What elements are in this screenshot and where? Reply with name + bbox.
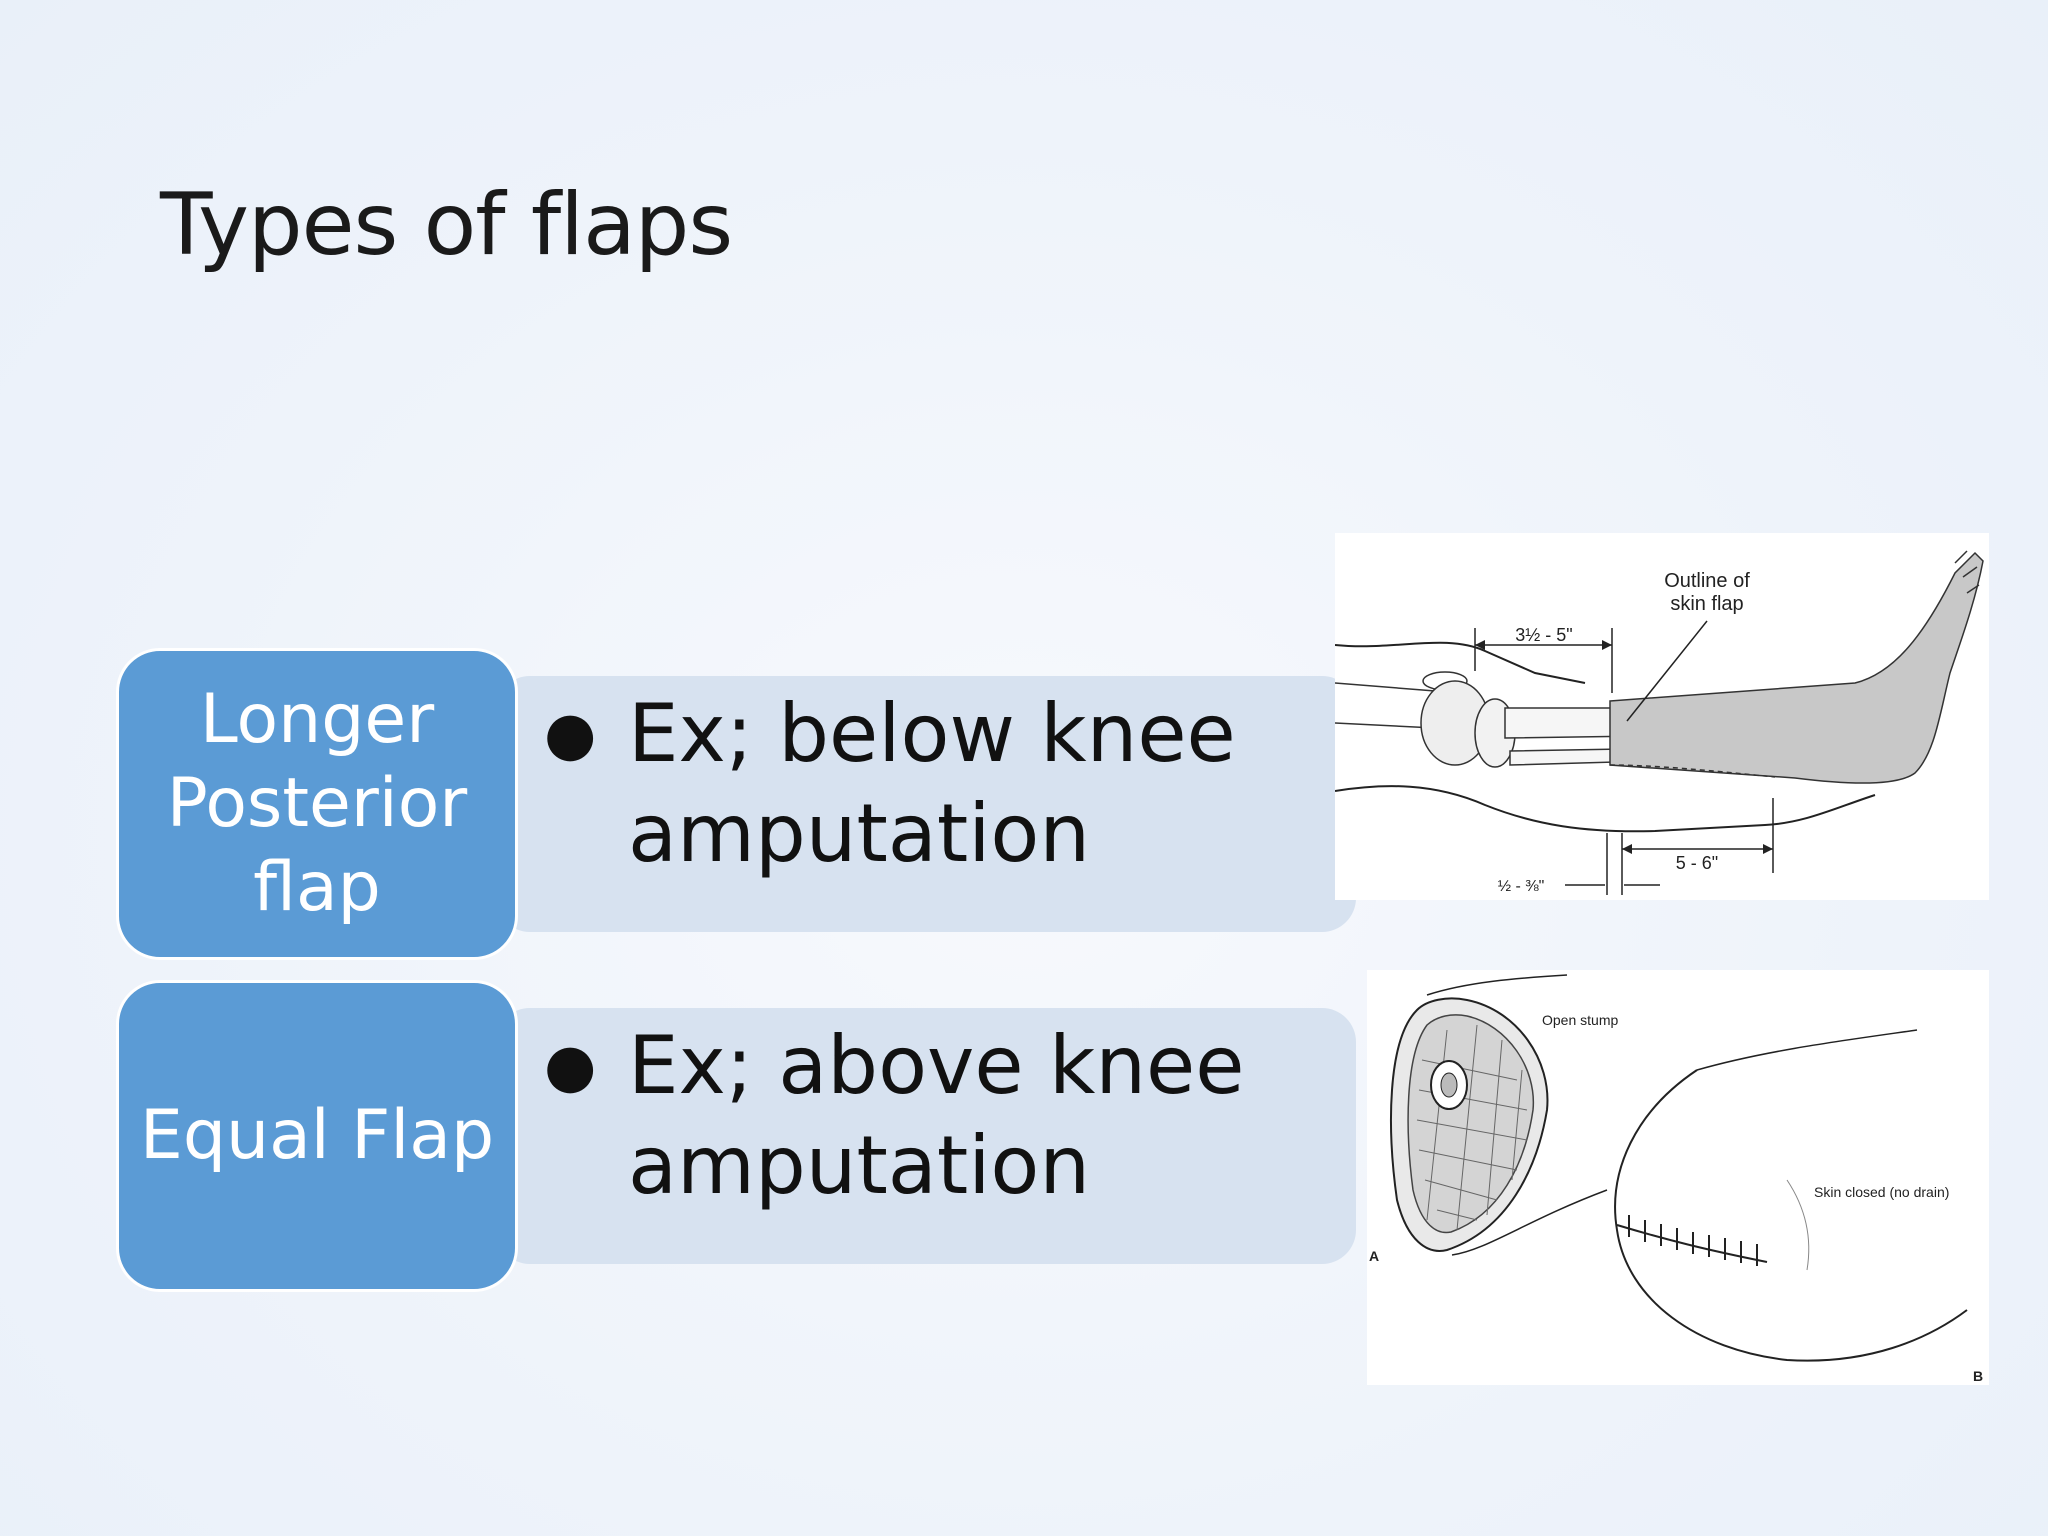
flap-label: Longer Posterior flap: [166, 680, 468, 927]
bullet-panel: [496, 676, 1356, 932]
bullet-item: ● Ex; above knee amputation: [544, 1016, 1266, 1216]
outline-label-line-1: Outline of: [1664, 570, 1750, 592]
dimension-bottom-left-label: ½ - ⅜": [1498, 878, 1545, 895]
bullet-text: Ex; below knee amputation: [628, 687, 1236, 880]
flap-row-posterior: Longer Posterior flap ● Ex; below knee a…: [116, 648, 1356, 964]
above-knee-stump-illustration: Open stump Skin closed (no drain) A B: [1367, 970, 1989, 1385]
below-knee-leg-illustration: Outline of skin flap 3½ - 5" 5 - 6" ½ - …: [1334, 533, 1989, 900]
dimension-top-label: 3½ - 5": [1515, 625, 1572, 645]
bullet-dot-icon: ●: [544, 1031, 597, 1101]
flap-label-box: Longer Posterior flap: [116, 648, 518, 960]
flap-label-box: Equal Flap: [116, 980, 518, 1292]
skin-closed-label: Skin closed (no drain): [1814, 1184, 1949, 1200]
stump-drawing: Open stump Skin closed (no drain) A B: [1369, 974, 1983, 1384]
leg-drawing: Outline of skin flap 3½ - 5" 5 - 6" ½ - …: [1334, 550, 1984, 895]
open-stump-label: Open stump: [1542, 1012, 1618, 1028]
slide-title: Types of flaps: [160, 175, 733, 275]
dimension-bottom-right-label: 5 - 6": [1676, 853, 1718, 873]
bullet-text: Ex; above knee amputation: [628, 1019, 1245, 1212]
flap-label: Equal Flap: [139, 1096, 495, 1175]
panel-letter-a: A: [1369, 1248, 1379, 1264]
flap-row-equal: Equal Flap ● Ex; above knee amputation: [116, 980, 1356, 1296]
bullet-dot-icon: ●: [544, 699, 597, 769]
outline-label-line-2: skin flap: [1670, 593, 1743, 615]
bullet-panel: [496, 1008, 1356, 1264]
bullet-item: ● Ex; below knee amputation: [544, 684, 1266, 884]
panel-letter-b: B: [1973, 1368, 1983, 1384]
